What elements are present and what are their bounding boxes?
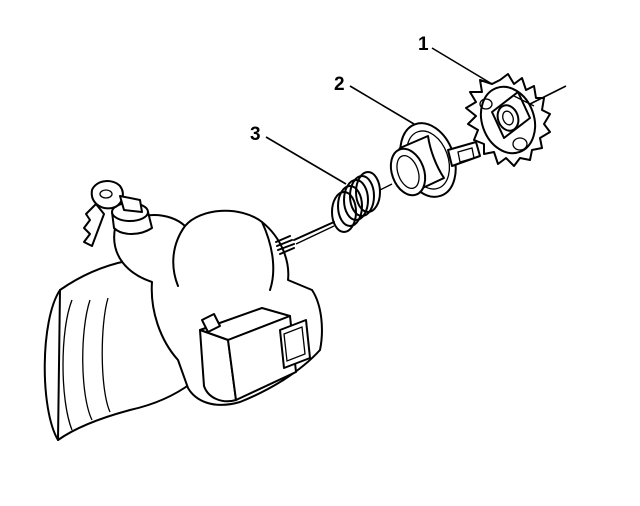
ignition-key bbox=[83, 180, 143, 247]
callout-label-1: 1 bbox=[418, 34, 429, 55]
gear-part-1 bbox=[465, 73, 567, 167]
column-housing bbox=[43, 202, 323, 441]
bushing-part-2 bbox=[389, 122, 481, 198]
callout-label-3: 3 bbox=[250, 124, 261, 145]
callout-2: 2 bbox=[334, 74, 415, 125]
callout-1: 1 bbox=[418, 34, 493, 85]
spring-part-3 bbox=[331, 171, 393, 233]
housing-stud bbox=[275, 221, 335, 255]
callout-3: 3 bbox=[250, 124, 347, 185]
callout-label-2: 2 bbox=[334, 74, 345, 95]
